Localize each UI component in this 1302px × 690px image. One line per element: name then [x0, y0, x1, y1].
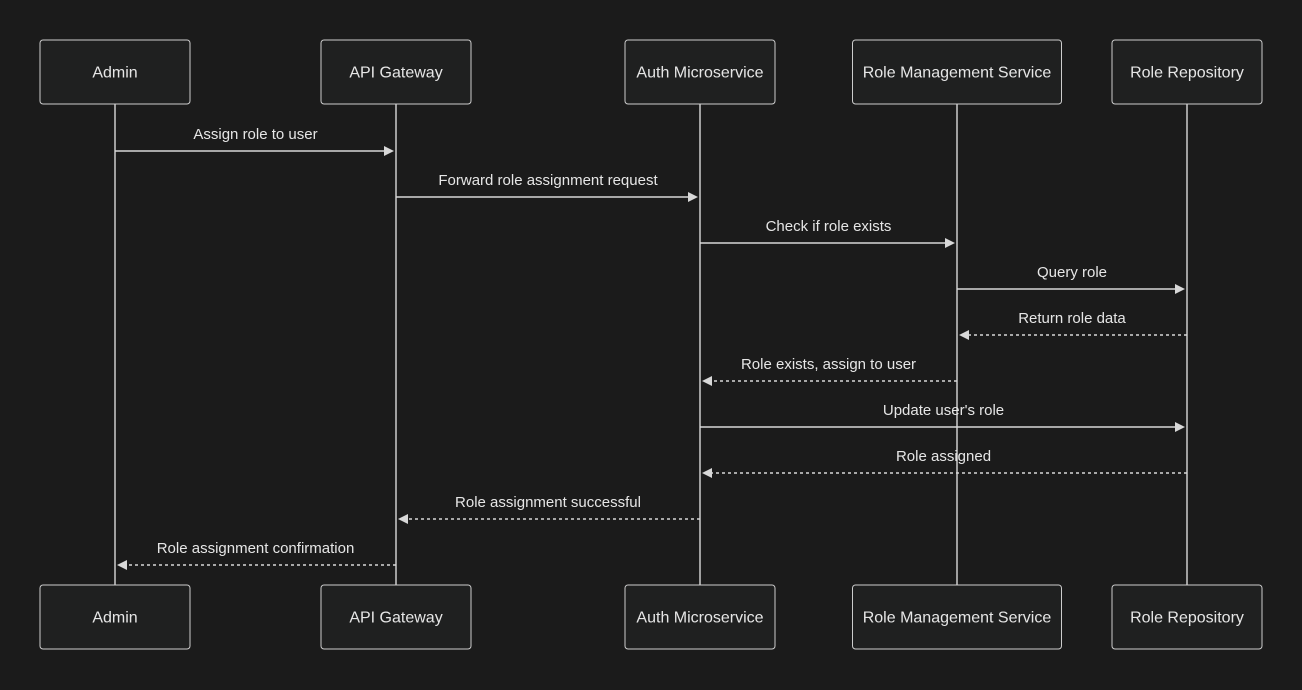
actor-box — [1111, 584, 1263, 650]
actor-label: Role Management Service — [863, 610, 1052, 627]
actor-box — [39, 584, 191, 650]
actor-label: API Gateway — [349, 610, 442, 627]
arrowhead-icon — [384, 146, 394, 156]
message-3: Check if role exists — [700, 218, 955, 248]
actor-box — [1111, 39, 1263, 105]
actor-admin-top: Admin — [39, 39, 191, 105]
actor-label: Admin — [92, 610, 137, 627]
message-label: Update user's role — [883, 402, 1004, 419]
message-label: Check if role exists — [766, 218, 892, 235]
arrowhead-icon — [702, 468, 712, 478]
arrowhead-icon — [688, 192, 698, 202]
actor-label: Auth Microservice — [636, 65, 763, 82]
actor-rolemgmt-top: Role Management Service — [852, 39, 1062, 105]
actor-rolemgmt-bottom: Role Management Service — [852, 584, 1062, 650]
lifelines — [114, 104, 1188, 585]
arrowhead-icon — [398, 514, 408, 524]
message-label: Role assignment successful — [455, 494, 641, 511]
actor-admin-bottom: Admin — [39, 584, 191, 650]
actor-label: API Gateway — [349, 65, 442, 82]
actor-box — [39, 39, 191, 105]
actor-box — [320, 39, 472, 105]
actors-bottom: Admin API Gateway Auth Microservice Role Ma… — [39, 584, 1263, 650]
arrowhead-icon — [959, 330, 969, 340]
actor-box — [624, 39, 776, 105]
arrowhead-icon — [117, 560, 127, 570]
message-label: Assign role to user — [193, 126, 317, 143]
actor-label: Auth Microservice — [636, 610, 763, 627]
message-9: Role assignment successful — [398, 494, 700, 524]
actor-box — [624, 584, 776, 650]
actor-gateway-top: API Gateway — [320, 39, 472, 105]
arrowhead-icon — [1175, 284, 1185, 294]
message-label: Role assignment confirmation — [157, 540, 355, 557]
message-label: Forward role assignment request — [438, 172, 658, 189]
arrowhead-icon — [1175, 422, 1185, 432]
message-8: Role assigned — [702, 448, 1187, 478]
arrowhead-icon — [945, 238, 955, 248]
message-label: Return role data — [1018, 310, 1126, 327]
actor-auth-top: Auth Microservice — [624, 39, 776, 105]
actor-repo-bottom: Role Repository — [1111, 584, 1263, 650]
message-4: Query role — [957, 264, 1185, 294]
actor-auth-bottom: Auth Microservice — [624, 584, 776, 650]
message-label: Role exists, assign to user — [741, 356, 916, 373]
message-2: Forward role assignment request — [396, 172, 698, 202]
actor-label: Role Repository — [1130, 610, 1244, 627]
actor-repo-top: Role Repository — [1111, 39, 1263, 105]
message-6: Role exists, assign to user — [702, 356, 957, 386]
actor-label: Role Repository — [1130, 65, 1244, 82]
actor-box — [852, 584, 1062, 650]
actor-box — [320, 584, 472, 650]
message-1: Assign role to user — [115, 126, 394, 156]
actors-top: Admin API Gateway Auth Microservice Role Ma… — [39, 39, 1263, 105]
actor-box — [852, 39, 1062, 105]
message-10: Role assignment confirmation — [117, 540, 396, 570]
message-label: Role assigned — [896, 448, 991, 465]
actor-gateway-bottom: API Gateway — [320, 584, 472, 650]
arrowhead-icon — [702, 376, 712, 386]
actor-label: Admin — [92, 65, 137, 82]
message-7: Update user's role — [700, 402, 1185, 432]
message-5: Return role data — [959, 310, 1187, 340]
message-label: Query role — [1037, 264, 1107, 281]
actor-label: Role Management Service — [863, 65, 1052, 82]
